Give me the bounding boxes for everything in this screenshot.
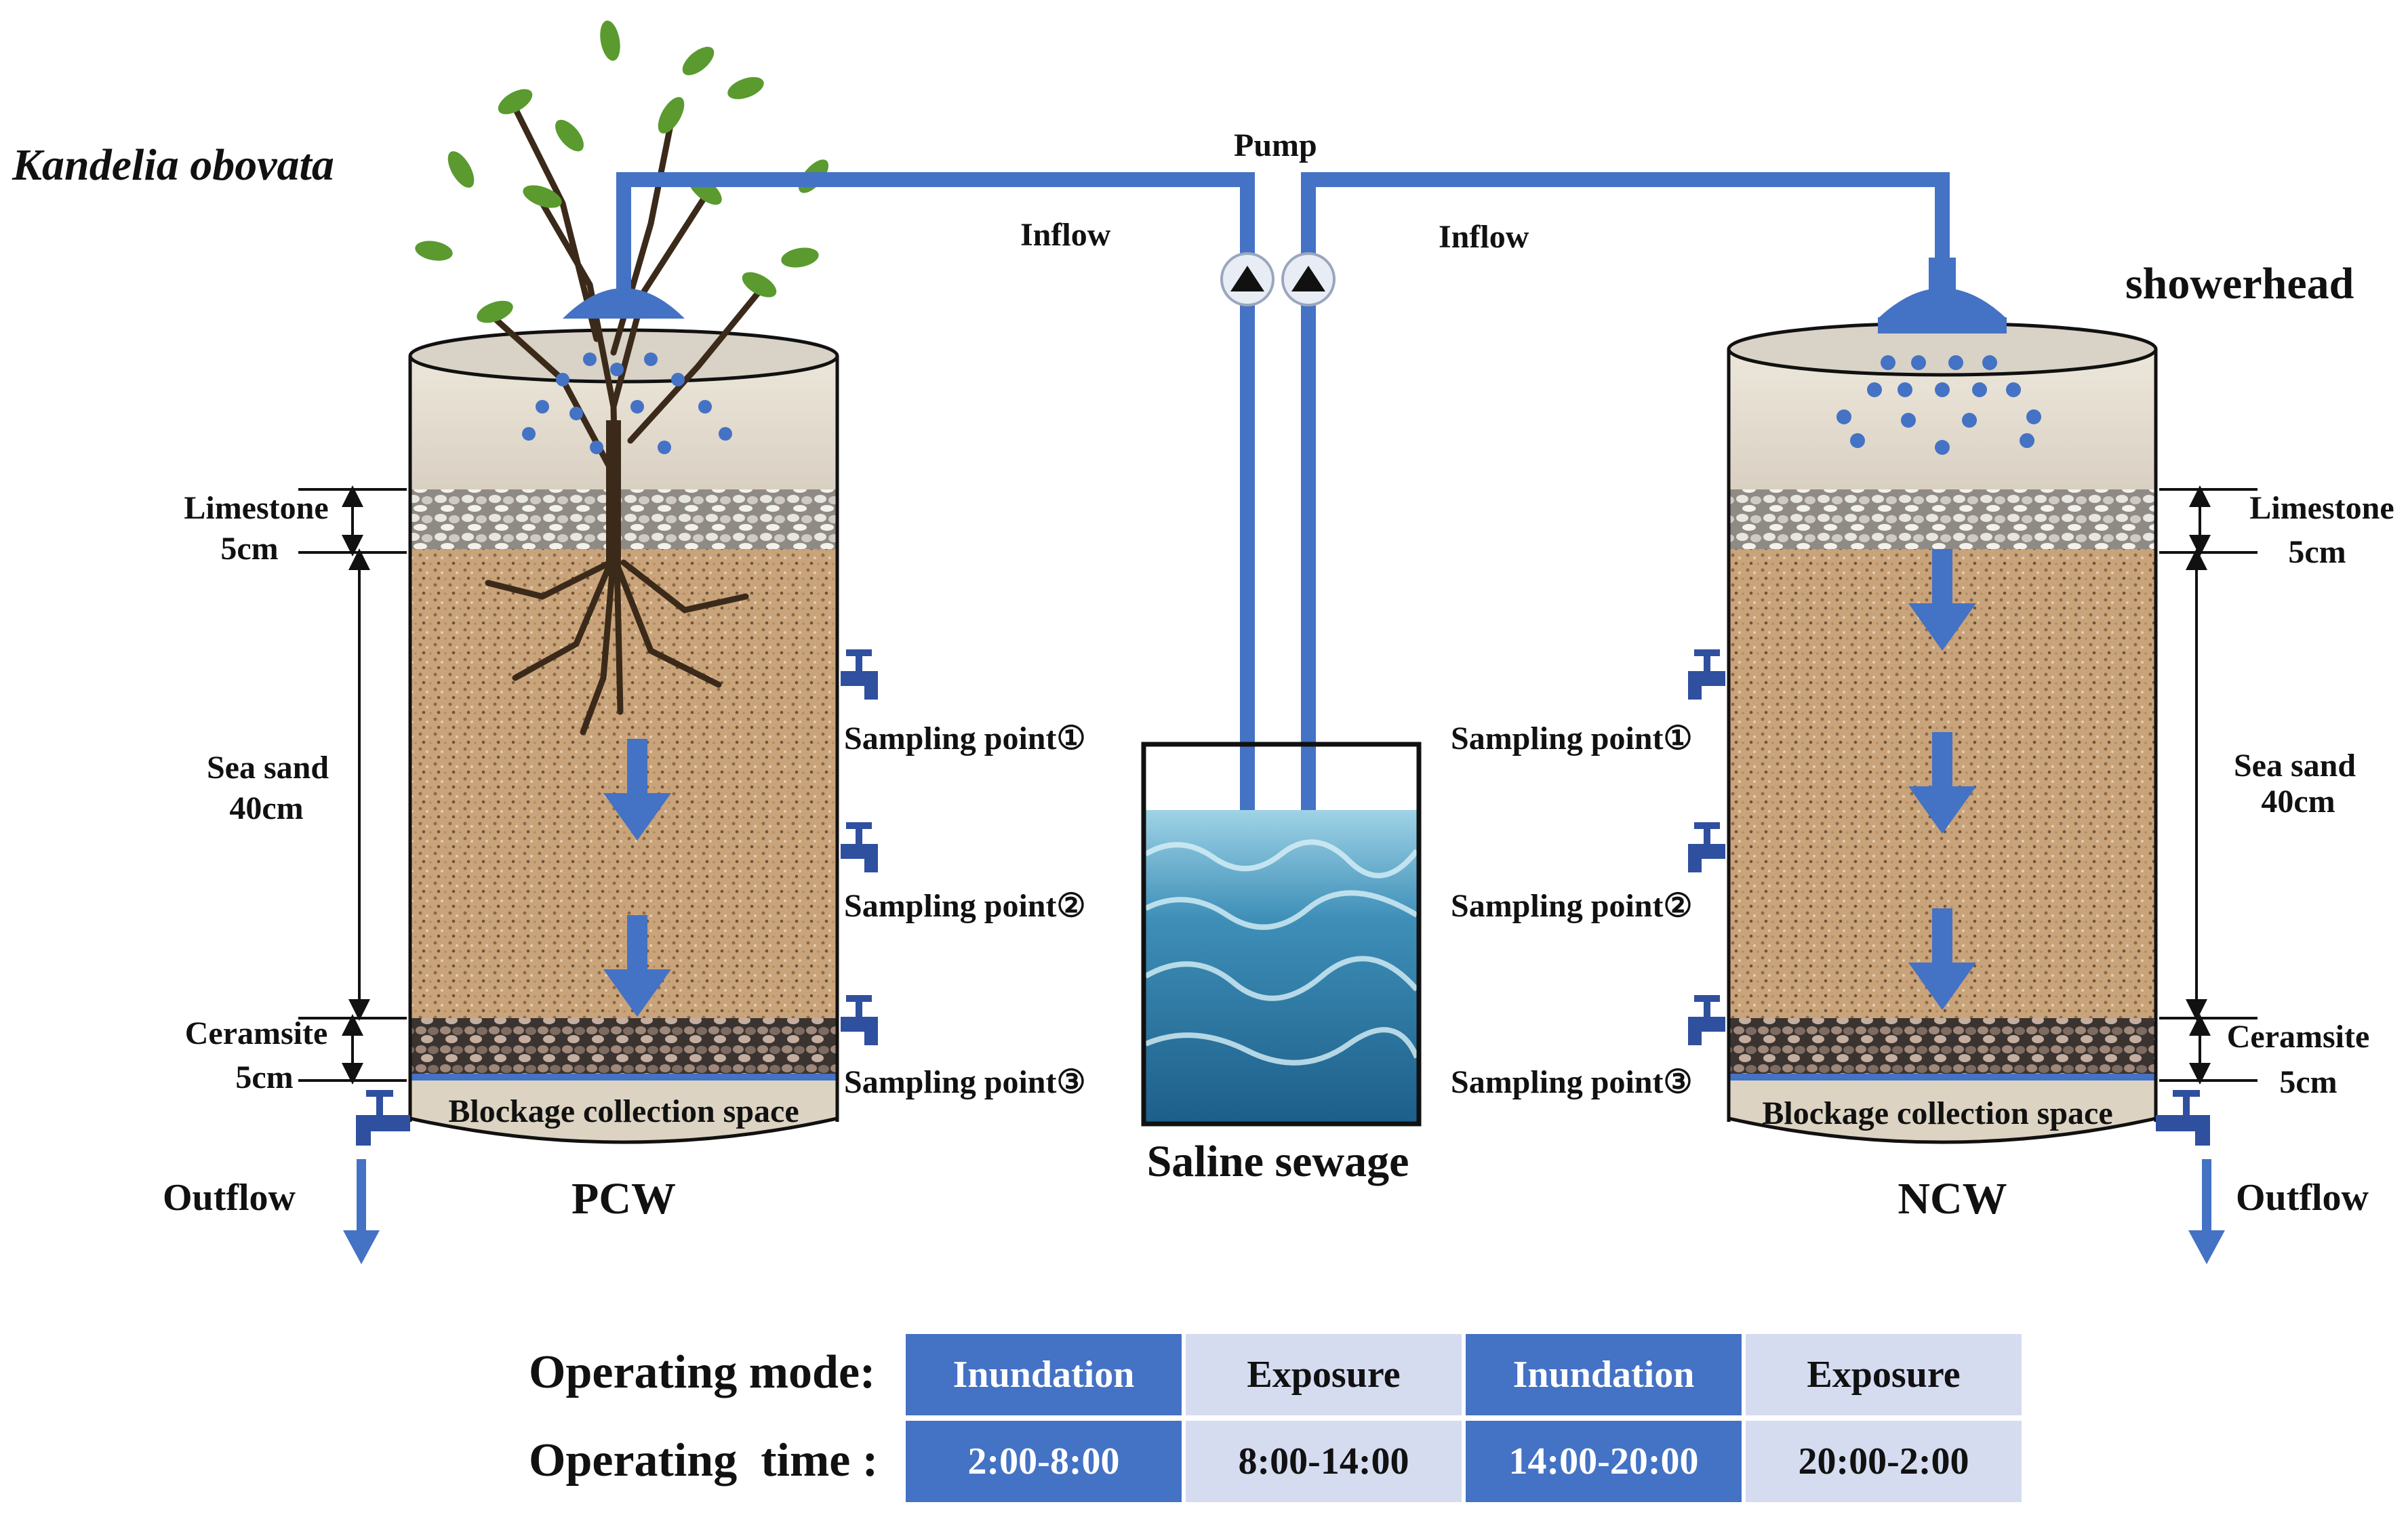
sampling-taps-left bbox=[841, 649, 878, 1045]
sampling-point-left-3: Sampling point③ bbox=[844, 1064, 1085, 1100]
mode-cell: Inundation bbox=[1466, 1334, 1742, 1415]
time-cell: 2:00-8:00 bbox=[906, 1421, 1182, 1502]
pcw-label: PCW bbox=[571, 1174, 676, 1224]
pcw-flow-arrows bbox=[603, 739, 671, 1017]
pcw-blockage-space bbox=[410, 1080, 837, 1142]
ceramsite-depth-left: 5cm bbox=[235, 1059, 293, 1095]
inflow-left-label: Inflow bbox=[1020, 217, 1111, 253]
outflow-right-label: Outflow bbox=[2236, 1177, 2369, 1219]
outflow-arrow-left bbox=[343, 1159, 380, 1264]
ceramsite-depth-right: 5cm bbox=[2279, 1064, 2337, 1100]
pcw-tank bbox=[408, 328, 839, 1144]
time-cell: 14:00-20:00 bbox=[1466, 1421, 1742, 1502]
limestone-label-left: Limestone bbox=[184, 490, 328, 526]
ncw-label: NCW bbox=[1898, 1174, 2007, 1224]
tap-icon bbox=[841, 995, 878, 1045]
sea-sand-label-right: Sea sand bbox=[2234, 748, 2356, 784]
sampling-taps-right bbox=[1688, 649, 1725, 1045]
limestone-depth-right: 5cm bbox=[2288, 534, 2346, 570]
sampling-point-right-1: Sampling point① bbox=[1451, 721, 1692, 756]
saline-sewage-label: Saline sewage bbox=[1147, 1137, 1409, 1186]
outflow-arrow-right bbox=[2188, 1159, 2225, 1264]
ncw-flow-arrows bbox=[1908, 549, 1976, 1010]
pcw-limestone-layer bbox=[410, 489, 837, 549]
tap-icon bbox=[1688, 995, 1725, 1045]
outflow-right bbox=[2156, 1090, 2225, 1264]
operating-mode-label: Operating mode: bbox=[529, 1346, 876, 1398]
time-row: 2:00-8:00 8:00-14:00 14:00-20:00 20:00-2… bbox=[906, 1421, 2022, 1502]
pcw-sand-layer bbox=[410, 549, 837, 1018]
showerhead-label: showerhead bbox=[2125, 259, 2354, 308]
time-cell: 8:00-14:00 bbox=[1186, 1421, 1462, 1502]
sea-sand-depth-left: 40cm bbox=[229, 790, 303, 826]
outflow-left-label: Outflow bbox=[163, 1177, 296, 1219]
right-inflow-pipe bbox=[1301, 172, 1950, 820]
dimension-lines-left bbox=[298, 485, 407, 1085]
tap-icon bbox=[1688, 649, 1725, 700]
pump-label: Pump bbox=[1234, 127, 1317, 163]
pump-icon bbox=[1220, 252, 1336, 306]
ceramsite-label-left: Ceramsite bbox=[185, 1015, 328, 1051]
saline-sewage-tank bbox=[1141, 742, 1422, 1127]
operating-time-label: Operating time : bbox=[529, 1434, 879, 1487]
outflow-left bbox=[343, 1090, 410, 1264]
inflow-right-label: Inflow bbox=[1439, 219, 1529, 255]
sea-sand-label-left: Sea sand bbox=[207, 750, 329, 786]
sampling-point-left-2: Sampling point② bbox=[844, 888, 1085, 924]
schedule-table: Inundation Exposure Inundation Exposure … bbox=[902, 1329, 2026, 1508]
blockage-label-right: Blockage collection space bbox=[1762, 1095, 2112, 1131]
pcw-mesh-line bbox=[410, 1074, 837, 1080]
mode-row: Inundation Exposure Inundation Exposure bbox=[906, 1334, 2022, 1415]
mode-cell: Inundation bbox=[906, 1334, 1182, 1415]
sea-sand-depth-right: 40cm bbox=[2261, 784, 2335, 820]
tap-icon bbox=[1688, 822, 1725, 872]
limestone-depth-left: 5cm bbox=[220, 531, 278, 567]
ncw-blockage-space bbox=[1729, 1080, 2156, 1142]
limestone-label-right: Limestone bbox=[2249, 490, 2394, 526]
plant-label: Kandelia obovata bbox=[12, 140, 334, 190]
mode-cell: Exposure bbox=[1746, 1334, 2022, 1415]
inflow-pipes bbox=[616, 172, 1950, 820]
ncw-mesh-line bbox=[1729, 1074, 2156, 1080]
mode-cell: Exposure bbox=[1186, 1334, 1462, 1415]
ncw-showerhead bbox=[1837, 258, 2041, 455]
left-inflow-pipe bbox=[616, 172, 1255, 820]
ncw-top-space bbox=[1729, 356, 2156, 491]
ceramsite-label-right: Ceramsite bbox=[2227, 1019, 2370, 1055]
ncw-limestone-layer bbox=[1729, 489, 2156, 549]
tap-icon bbox=[841, 649, 878, 700]
time-cell: 20:00-2:00 bbox=[1746, 1421, 2022, 1502]
sampling-point-left-1: Sampling point① bbox=[844, 721, 1085, 756]
pcw-ceramsite-layer bbox=[410, 1018, 837, 1074]
dimension-lines-right bbox=[2159, 485, 2258, 1085]
sampling-point-right-2: Sampling point② bbox=[1451, 888, 1692, 924]
tap-icon bbox=[841, 822, 878, 872]
pcw-showerhead bbox=[522, 288, 732, 454]
sampling-point-right-3: Sampling point③ bbox=[1451, 1064, 1692, 1100]
blockage-label-left: Blockage collection space bbox=[448, 1093, 799, 1129]
ncw-ceramsite-layer bbox=[1729, 1018, 2156, 1074]
